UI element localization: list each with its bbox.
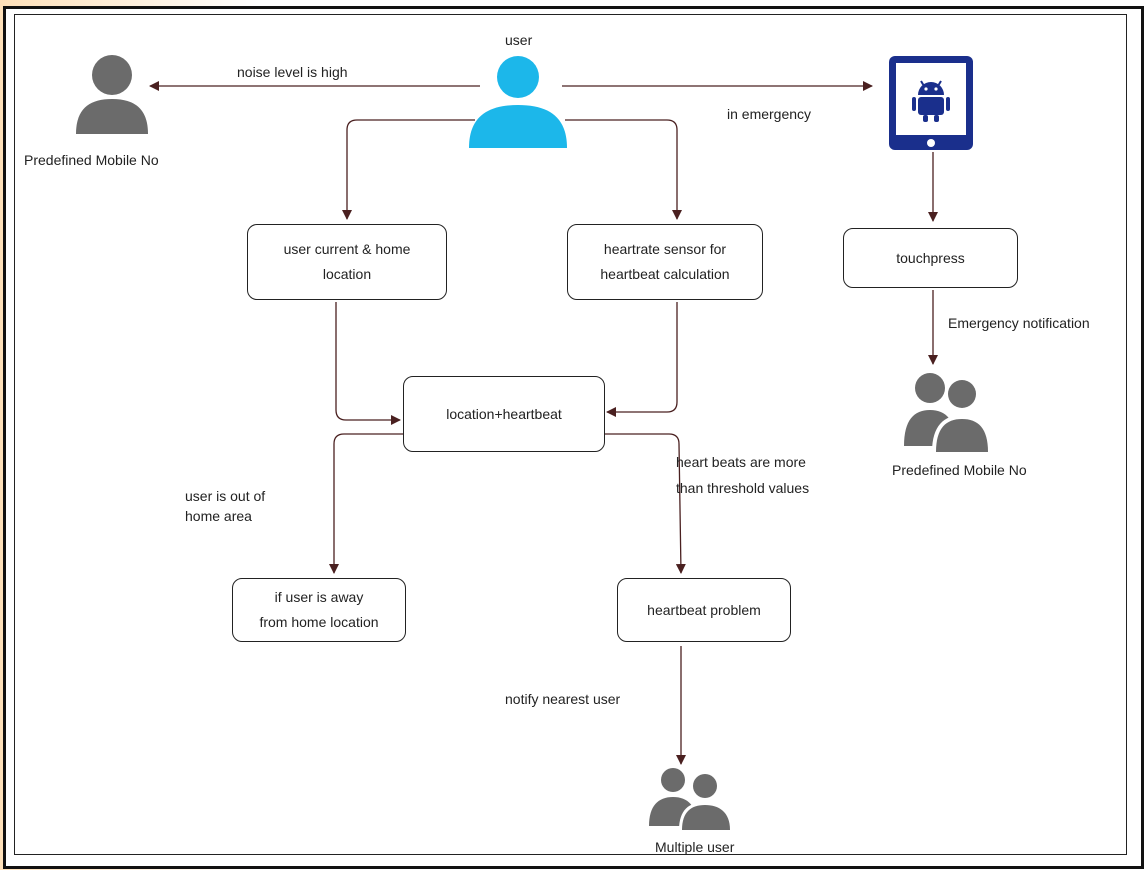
- edge-combined-to-away: [329, 433, 404, 574]
- group-icon: [904, 373, 990, 452]
- multiple-user-label: Multiple user: [655, 839, 735, 855]
- edge-heartrate-to-combined: [606, 302, 678, 417]
- edge-combined-to-problem: [605, 433, 686, 574]
- node-heartrate-sensor: heartrate sensor for heartbeat calculati…: [567, 224, 763, 300]
- person-icon: [76, 55, 148, 134]
- edge-location-to-combined: [335, 302, 401, 425]
- predefined-mobile-label-right: Predefined Mobile No: [892, 462, 1027, 478]
- edge-label-emergency-notification: Emergency notification: [948, 315, 1090, 331]
- edge-label-out-of-home: user is out of home area: [185, 488, 266, 524]
- node-heartbeat-problem: heartbeat problem: [617, 578, 791, 642]
- edge-user-to-location: [342, 119, 475, 220]
- group-icon: [649, 768, 733, 830]
- edge-label-notify: notify nearest user: [505, 691, 621, 707]
- edge-user-to-heartrate: [565, 119, 682, 220]
- node-away-from-home: if user is away from home location: [232, 578, 406, 642]
- edge-label-noise: noise level is high: [237, 64, 348, 80]
- edge-label-emergency: in emergency: [727, 106, 812, 122]
- user-label: user: [505, 32, 533, 48]
- node-touchpress: touchpress: [843, 228, 1018, 288]
- android-tablet-icon: [889, 56, 973, 150]
- edge-label-threshold: heart beats are more than threshold valu…: [676, 454, 810, 496]
- predefined-mobile-label-left: Predefined Mobile No: [24, 152, 159, 168]
- node-location-heartbeat: location+heartbeat: [403, 376, 605, 452]
- node-user-location: user current & home location: [247, 224, 447, 300]
- user-icon: [469, 56, 567, 148]
